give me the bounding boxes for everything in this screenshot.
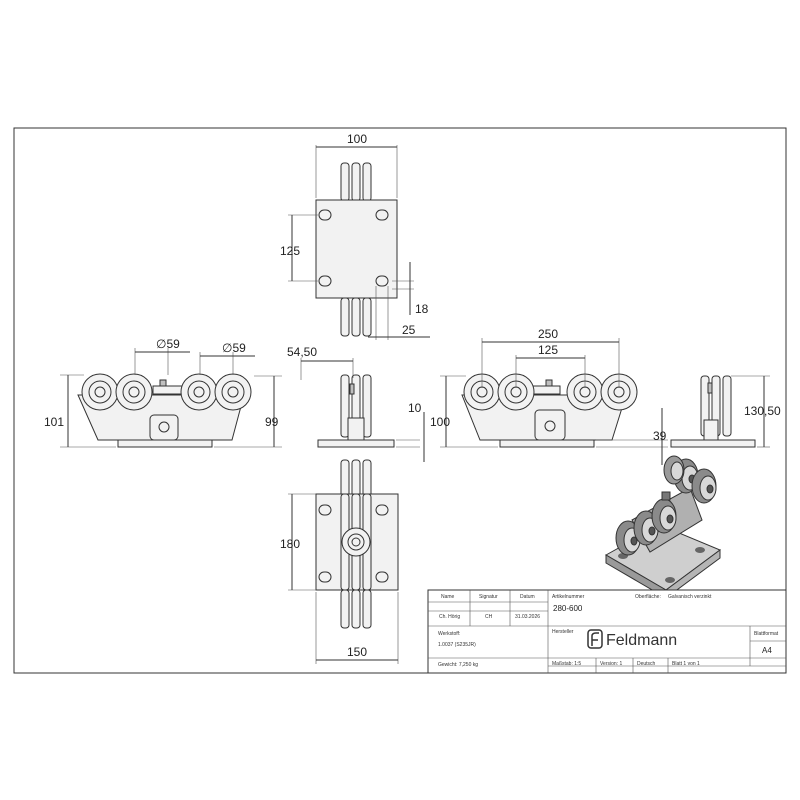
isometric-view [604, 455, 722, 599]
tb-weight: Gewicht: 7,250 kg [438, 662, 478, 668]
dim-side-width: 54,50 [287, 345, 317, 359]
tb-sheet-format-label: Blattformat [754, 631, 779, 637]
tb-material-value: 1.0037 (S235JR) [438, 642, 476, 648]
dim-right-front-height: 100 [430, 415, 450, 429]
dim-front-right-height: 99 [265, 415, 279, 429]
tb-col-signature: Signatur [479, 594, 498, 600]
dim-bottom-width: 150 [347, 645, 367, 659]
side-view-center [300, 358, 425, 462]
tb-brand-name: Feldmann [606, 632, 677, 649]
tb-surface-label: Oberfläche: [635, 594, 661, 600]
bottom-view [288, 459, 399, 664]
tb-sheet: Blatt 1 von 1 [672, 661, 700, 667]
tb-col-date: Datum [520, 594, 535, 600]
tb-article-number: 280-600 [553, 604, 583, 613]
tb-col-name: Name [441, 594, 455, 600]
dim-right-side-height: 130,50 [744, 404, 781, 418]
dim-right-front-plate: 39 [653, 429, 667, 443]
tb-scale: Maßstab: 1:5 [552, 661, 581, 667]
top-view [288, 145, 430, 340]
dim-right-front-pitch: 125 [538, 343, 558, 357]
drawing-frame [13, 127, 787, 674]
tb-creator-signature: CH [485, 614, 493, 620]
side-view-right [670, 375, 770, 448]
front-view-right [440, 338, 668, 465]
front-view-left [60, 348, 282, 448]
dim-front-dia-1: ∅59 [156, 337, 180, 351]
dim-front-left-height: 101 [44, 415, 64, 429]
dim-bottom-height: 180 [280, 537, 300, 551]
tb-manufacturer-label: Hersteller [552, 629, 574, 635]
dim-top-hole-spacing: 125 [280, 244, 300, 258]
dim-right-front-span: 250 [538, 327, 558, 341]
dim-top-offset-small: 18 [415, 302, 429, 316]
tb-version: Version: 1 [600, 661, 622, 667]
dim-top-width: 100 [347, 132, 367, 146]
dim-front-dia-2: ∅59 [222, 341, 246, 355]
tb-material-label: Werkstoff: [438, 631, 460, 637]
tb-sheet-format-value: A4 [762, 646, 772, 655]
tb-creator-date: 31.03.2026 [515, 614, 540, 620]
feldmann-logo-icon [587, 629, 603, 649]
tb-language: Deutsch [637, 661, 656, 667]
dim-side-plate-thickness: 10 [408, 401, 422, 415]
tb-article-label: Artikelnummer [552, 594, 585, 600]
tb-surface-value: Galvanisch verzinkt [668, 594, 712, 600]
title-block [427, 589, 787, 674]
dim-top-offset-side: 25 [402, 323, 416, 337]
tb-creator-name: Ch. Hörig [439, 614, 460, 620]
